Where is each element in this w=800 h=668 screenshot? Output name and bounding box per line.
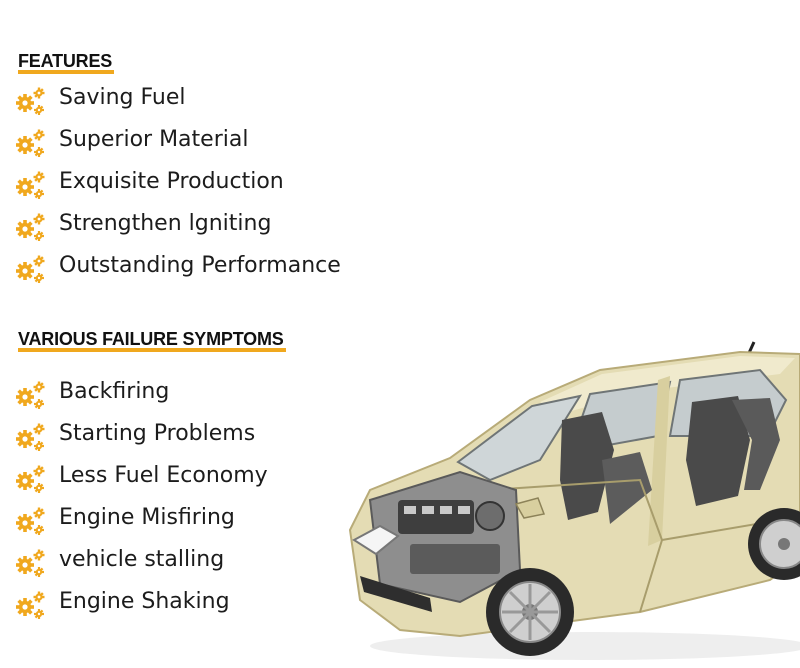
symptom-label: Starting Problems bbox=[59, 421, 256, 446]
engine-part bbox=[458, 506, 470, 514]
symptom-label: Backfiring bbox=[59, 379, 170, 404]
front-grille bbox=[360, 576, 432, 612]
features-heading-text: FEATURES bbox=[18, 51, 113, 71]
gears-icon bbox=[16, 465, 45, 493]
heading-underline bbox=[18, 348, 286, 352]
feature-label: Saving Fuel bbox=[59, 85, 186, 110]
gears-icon bbox=[16, 87, 45, 115]
front-wheel bbox=[486, 568, 574, 656]
engine-part bbox=[404, 506, 416, 514]
gears-icon bbox=[16, 255, 45, 283]
front-seat bbox=[560, 412, 614, 520]
heading-underline bbox=[18, 70, 115, 74]
cutaway-car-illustration bbox=[348, 341, 800, 660]
symptoms-heading: VARIOUS FAILURE SYMPTOMS bbox=[18, 328, 286, 352]
symptom-label: Less Fuel Economy bbox=[59, 463, 268, 488]
rear-seat bbox=[686, 396, 750, 506]
feature-label: Outstanding Performance bbox=[59, 253, 341, 278]
feature-label: Superior Material bbox=[59, 127, 249, 152]
feature-label: Strengthen lgniting bbox=[59, 211, 272, 236]
side-mirror bbox=[514, 497, 546, 519]
rear-seat-back bbox=[732, 398, 780, 490]
headlight bbox=[352, 524, 400, 556]
gears-icon bbox=[16, 381, 45, 409]
front-seat-cushion bbox=[602, 452, 652, 524]
gears-icon bbox=[16, 171, 45, 199]
rear-wheel bbox=[748, 508, 800, 580]
engine-pulley bbox=[475, 501, 505, 531]
gears-icon bbox=[16, 507, 45, 535]
gears-icon bbox=[16, 549, 45, 577]
features-heading: FEATURES bbox=[18, 50, 115, 74]
engine-part bbox=[422, 506, 434, 514]
engine-part bbox=[440, 506, 452, 514]
gears-icon bbox=[16, 591, 45, 619]
windshield bbox=[456, 394, 583, 482]
gears-icon bbox=[16, 129, 45, 157]
engine-block bbox=[398, 500, 474, 534]
door-line bbox=[489, 478, 664, 613]
feature-label: Exquisite Production bbox=[59, 169, 284, 194]
gearbox bbox=[410, 544, 500, 574]
gears-icon bbox=[16, 213, 45, 241]
car-shadow bbox=[370, 632, 800, 660]
symptom-label: Engine Shaking bbox=[59, 589, 230, 614]
b-pillar bbox=[648, 376, 670, 546]
symptoms-heading-text: VARIOUS FAILURE SYMPTOMS bbox=[18, 329, 284, 349]
symptom-label: Engine Misfiring bbox=[59, 505, 235, 530]
symptom-label: vehicle stalling bbox=[59, 547, 225, 572]
gears-icon bbox=[16, 423, 45, 451]
